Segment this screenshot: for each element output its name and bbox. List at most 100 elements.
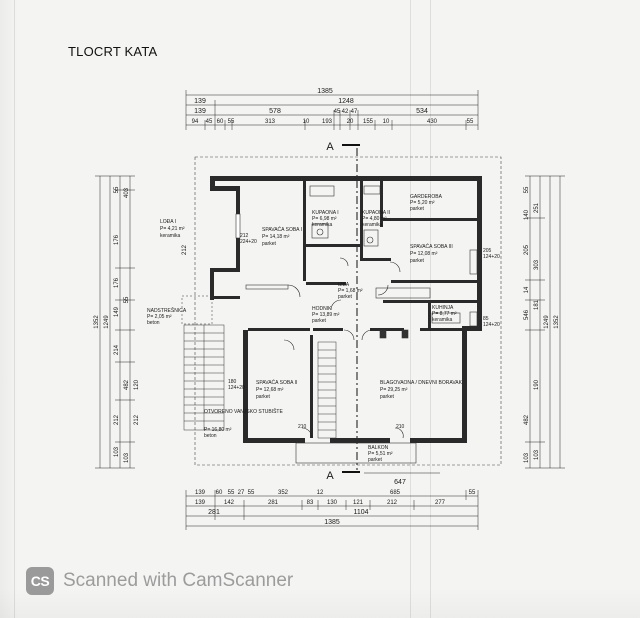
dim-label: 27 — [238, 490, 245, 496]
fixtures — [235, 185, 478, 339]
svg-text:P= 5,20 m²: P= 5,20 m² — [410, 200, 435, 206]
svg-text:P= 1,68 m²: P= 1,68 m² — [338, 288, 363, 294]
opening-label: 124+20 — [483, 254, 500, 260]
svg-text:KUHINJA: KUHINJA — [432, 305, 454, 311]
dim-label: 55 — [114, 186, 120, 193]
watermark-text: Scanned with CamScanner — [63, 570, 294, 591]
dim-label: 130 — [327, 500, 338, 506]
paper-edge-line — [14, 0, 15, 618]
dim-label: 10 — [303, 119, 310, 125]
svg-text:BLAGOVAONA / DNEVNI BORAVAK: BLAGOVAONA / DNEVNI BORAVAK — [380, 380, 463, 386]
dim-label: 1385 — [317, 88, 333, 95]
right-dimension-chains — [525, 175, 565, 469]
opening-label: 124+20 — [483, 322, 500, 328]
dim-label: 212 — [182, 244, 188, 255]
dim-label: 121 — [353, 500, 364, 506]
room-label-blagovaona: BLAGOVAONA / DNEVNI BORAVAK P= 29,25 m² … — [380, 380, 463, 400]
dim-label: 534 — [416, 108, 428, 115]
room-label-izba: IZBA P= 1,68 m² parket — [338, 282, 363, 300]
dim-label: 193 — [322, 119, 333, 125]
dim-label: 149 — [114, 306, 120, 317]
svg-text:SPAVAĆA SOBA III: SPAVAĆA SOBA III — [410, 243, 453, 250]
dim-label: 94 — [192, 119, 199, 125]
section-marker-top: A — [326, 141, 360, 153]
section-marker-bottom: A — [326, 470, 360, 482]
room-label-garderoba: GARDEROBA P= 5,20 m² parket — [410, 194, 443, 212]
opening-labels: 212 224+20 205 124+20 85 124+20 180 124+… — [228, 233, 500, 430]
svg-text:P= 12,68 m²: P= 12,68 m² — [256, 387, 284, 393]
dim-label: 83 — [307, 500, 314, 506]
dim-label: 214 — [114, 344, 120, 355]
svg-text:keramika: keramika — [362, 222, 383, 228]
dim-label: 546 — [524, 309, 530, 320]
paper-fold-line — [410, 0, 411, 618]
dim-label: 1104 — [353, 509, 368, 516]
roof-outline — [194, 156, 502, 466]
room-label-spavaca-soba-i: SPAVAĆA SOBA I P= 14,18 m² parket — [262, 226, 302, 247]
dim-label: 482 — [124, 379, 130, 390]
dim-label: 176 — [114, 277, 120, 288]
svg-text:keramika: keramika — [160, 233, 181, 239]
dim-label: 403 — [124, 187, 130, 198]
svg-text:P= 6,98 m²: P= 6,98 m² — [312, 216, 337, 222]
dim-label: 14 — [524, 286, 530, 293]
camscanner-logo: CS — [26, 567, 54, 595]
dim-label: 55 — [248, 490, 255, 496]
dim-label: 190 — [534, 379, 540, 390]
dim-label: 313 — [265, 119, 276, 125]
dim-label: 281 — [208, 509, 220, 516]
dim-label: 1385 — [324, 519, 340, 526]
opening-label: 212 — [240, 233, 249, 239]
dim-label: 303 — [534, 259, 540, 270]
room-label-loda-i: LOĐA I P= 4,21 m² keramika — [160, 219, 185, 239]
door-swings — [283, 257, 404, 439]
dim-label: 103 — [124, 452, 130, 463]
svg-text:beton: beton — [147, 320, 160, 326]
svg-text:P= 4,80 m²: P= 4,80 m² — [362, 216, 387, 222]
walls — [210, 176, 482, 443]
bottom-dimension-labels: 647 139 60 55 27 55 352 12 685 55 139 14… — [195, 479, 476, 526]
dim-label: 60 — [217, 119, 224, 125]
svg-text:KUPAONA II: KUPAONA II — [362, 210, 390, 216]
svg-text:parket: parket — [256, 394, 271, 400]
dim-label: 45 — [334, 109, 341, 115]
room-label-spavaca-soba-iii: SPAVAĆA SOBA III P= 12,08 m² parket — [410, 243, 453, 264]
dim-label: 212 — [134, 414, 140, 425]
room-label-spavaca-soba-ii: SPAVAĆA SOBA II P= 12,68 m² parket — [256, 379, 297, 400]
svg-text:parket: parket — [262, 241, 277, 247]
right-dimension-labels: 55 140 205 14 546 482 103 251 303 181 19… — [524, 186, 560, 463]
svg-text:P= 16,80 m²: P= 16,80 m² — [204, 427, 232, 433]
opening-label: 224+20 — [240, 239, 257, 245]
camscanner-watermark: CS Scanned with CamScanner — [26, 566, 293, 596]
opening-label: 124+20 — [228, 385, 245, 391]
section-letter: A — [326, 470, 334, 482]
dim-label: 55 — [467, 119, 474, 125]
dim-label: 1352 — [554, 315, 560, 329]
room-label-kupaona-ii: KUPAONA II P= 4,80 m² keramika — [362, 210, 390, 228]
balcony-outline — [295, 442, 417, 464]
room-label-vanjsko-stubiste: OTVORENO VANJSKO STUBIŠTE P= 16,80 m² be… — [204, 408, 283, 439]
svg-text:keramika: keramika — [432, 317, 453, 323]
dim-label: 139 — [195, 500, 206, 506]
svg-text:P= 2,05 m²: P= 2,05 m² — [147, 314, 172, 320]
svg-text:P= 4,21 m²: P= 4,21 m² — [160, 226, 185, 232]
dim-label: 155 — [363, 119, 374, 125]
opening-label: 180 — [228, 379, 237, 385]
dim-label: 281 — [268, 500, 279, 506]
svg-text:parket: parket — [368, 457, 383, 463]
bottom-dimension-chains — [185, 472, 479, 530]
dim-label: 103 — [534, 449, 540, 460]
opening-label: 205 — [483, 248, 492, 254]
dim-label: 103 — [524, 452, 530, 463]
svg-text:KUPAONA I: KUPAONA I — [312, 210, 339, 216]
room-label-nadstresnica: NADSTREŠNICA P= 2,05 m² beton — [147, 307, 187, 326]
svg-text:keramika: keramika — [312, 222, 333, 228]
dim-label: 685 — [390, 490, 401, 496]
dim-label: 212 — [114, 414, 120, 425]
dim-label: 42 — [342, 109, 349, 115]
dim-label: 139 — [194, 98, 206, 105]
top-dimension-chains — [185, 90, 479, 130]
opening-label: 210 — [298, 424, 307, 430]
